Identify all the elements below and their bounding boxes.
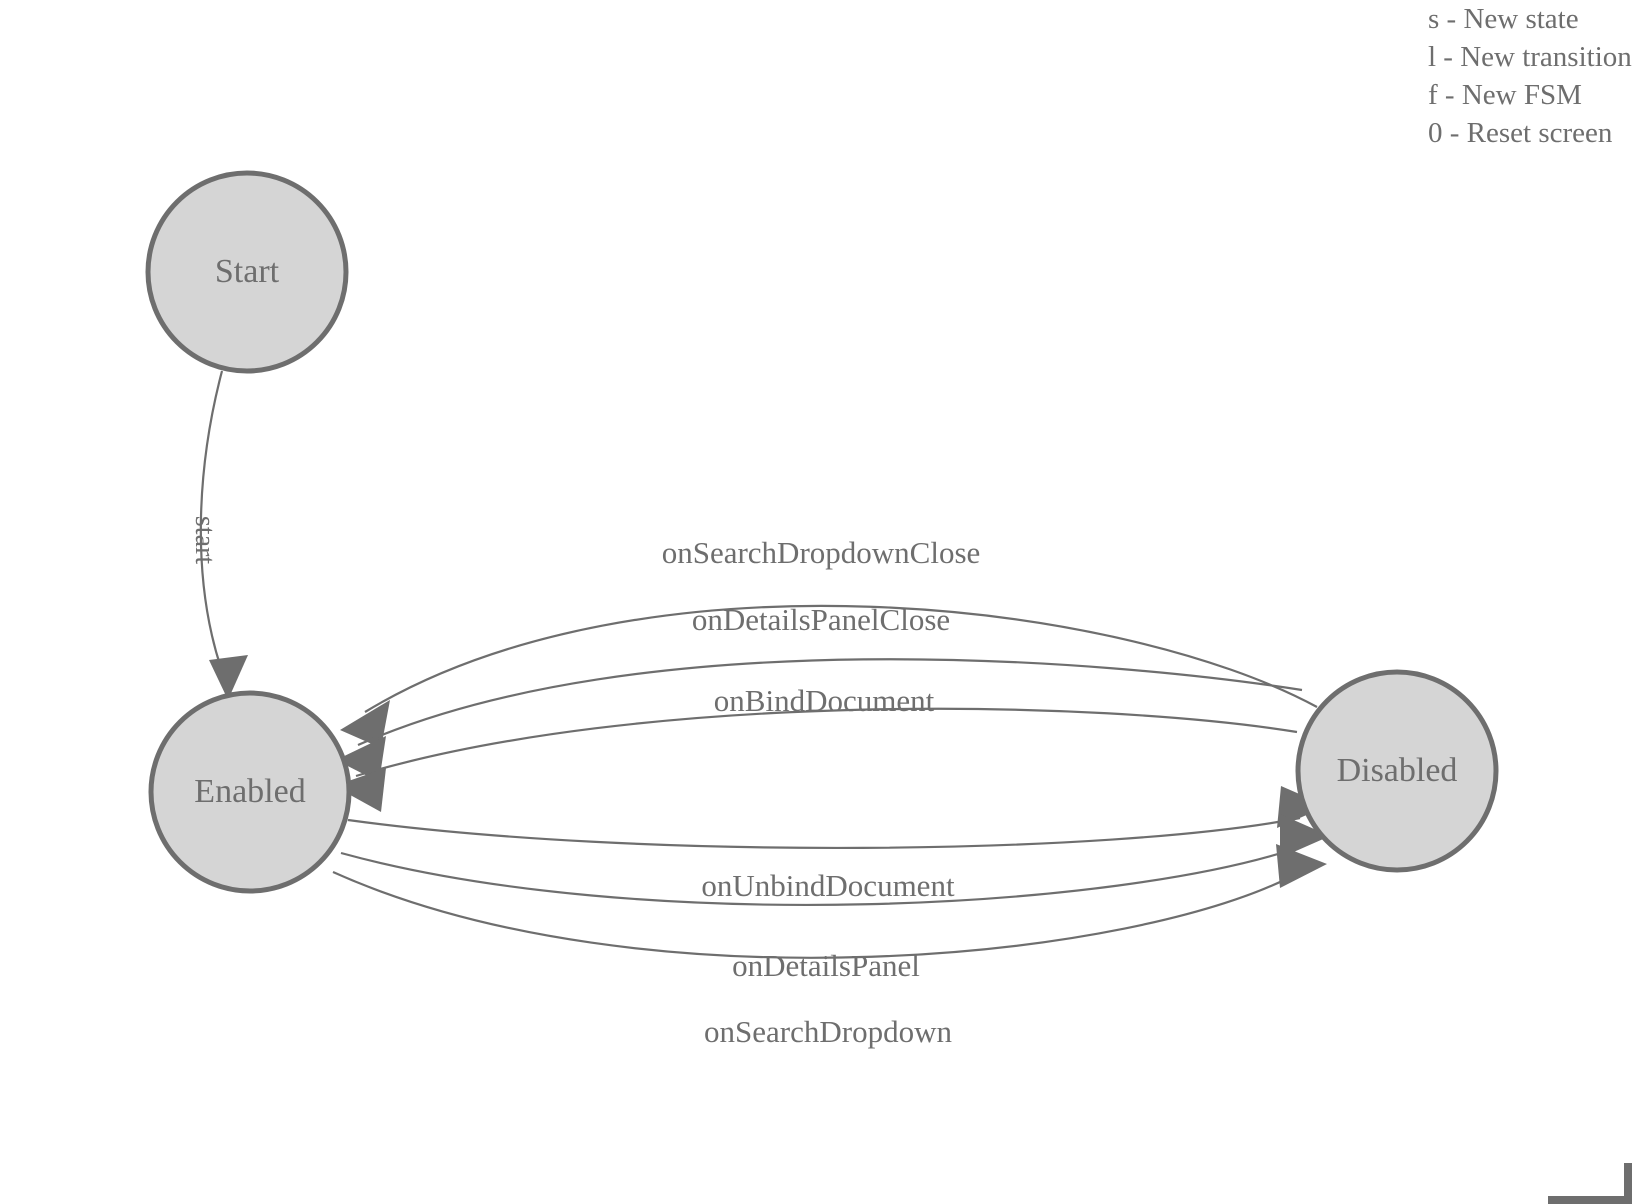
- edge-on-unbind-document-path: [347, 816, 1301, 850]
- edge-label-on-details-panel: onDetailsPanel: [732, 948, 920, 983]
- node-enabled-circle: [148, 690, 352, 894]
- help-line-new-transition: l - New transition: [1428, 41, 1632, 73]
- node-enabled[interactable]: Enabled: [148, 690, 352, 894]
- edge-label-on-bind-document: onBindDocument: [714, 683, 935, 718]
- edge-on-search-dropdown-path: [332, 870, 1301, 959]
- edge-on-bind-document[interactable]: [334, 707, 1298, 812]
- edge-on-details-panel[interactable]: [340, 814, 1330, 906]
- help-line-reset-screen: 0 - Reset screen: [1428, 117, 1613, 149]
- node-disabled[interactable]: Disabled: [1295, 669, 1499, 873]
- node-start-label: Start: [215, 253, 280, 290]
- edge-label-on-unbind-document: onUnbindDocument: [701, 868, 955, 903]
- edge-label-on-search-dropdown-close: onSearchDropdownClose: [662, 535, 981, 570]
- edge-on-unbind-document-arrowhead: [1277, 786, 1327, 828]
- edge-label-on-search-dropdown: onSearchDropdown: [704, 1014, 952, 1049]
- node-disabled-label: Disabled: [1337, 752, 1458, 789]
- node-start-circle: [145, 170, 349, 374]
- vertical-scrollbar[interactable]: [1624, 1163, 1632, 1204]
- edge-on-details-panel-path: [340, 844, 1304, 906]
- edge-start-path: [199, 370, 224, 669]
- edge-start[interactable]: [199, 370, 248, 700]
- help-line-new-state: s - New state: [1428, 3, 1579, 35]
- help-line-new-fsm: f - New FSM: [1428, 79, 1582, 111]
- horizontal-scrollbar[interactable]: [1548, 1196, 1624, 1204]
- edge-on-bind-document-path: [355, 707, 1298, 778]
- help-legend-panel: s - New state l - New transition f - New…: [1428, 0, 1632, 152]
- edge-label-on-details-panel-close: onDetailsPanelClose: [692, 602, 950, 637]
- edge-on-bind-document-arrowhead: [334, 768, 386, 812]
- node-disabled-circle: [1295, 669, 1499, 873]
- edge-on-details-panel-close[interactable]: [336, 658, 1303, 782]
- edge-label-start: start: [189, 516, 220, 564]
- node-enabled-label: Enabled: [194, 773, 305, 810]
- edge-on-details-panel-arrowhead: [1280, 814, 1330, 858]
- edge-on-details-panel-close-path: [357, 658, 1303, 747]
- node-start[interactable]: Start: [145, 170, 349, 374]
- edge-on-search-dropdown[interactable]: [332, 844, 1327, 959]
- edge-on-search-dropdown-arrowhead: [1276, 844, 1327, 888]
- edge-on-unbind-document[interactable]: [347, 786, 1327, 850]
- edge-start-arrowhead: [209, 655, 248, 700]
- edge-on-search-dropdown-close-path: [364, 604, 1318, 713]
